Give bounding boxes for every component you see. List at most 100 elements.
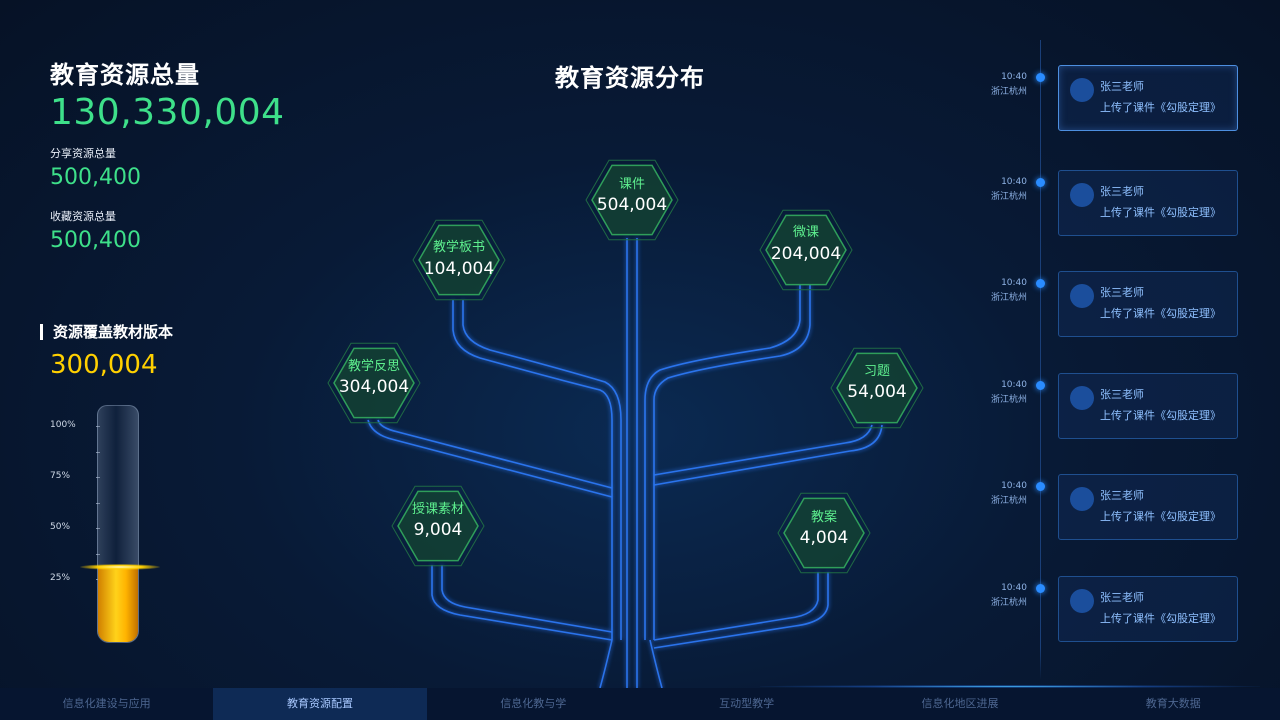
hex-node-shape (836, 352, 918, 424)
node-value: 504,004 (596, 195, 668, 215)
avatar (1070, 284, 1094, 308)
hex-node-shape (397, 490, 479, 562)
nav-item-informatization[interactable]: 信息化建设与应用 (62, 697, 151, 710)
node-exercise[interactable]: 习题 54,004 (828, 343, 926, 433)
activity-text: 上传了课件《勾股定理》 (1100, 510, 1221, 523)
hex-node-shape (765, 214, 847, 286)
shared-value: 500,400 (50, 165, 141, 190)
avatar (1070, 386, 1094, 410)
timeline-dot (1036, 73, 1045, 82)
node-label: 课件 (618, 177, 645, 192)
coverage-title: 资源覆盖教材版本 (40, 324, 173, 340)
activity-card[interactable]: 张三老师 上传了课件《勾股定理》 (1058, 170, 1238, 236)
node-courseware[interactable]: 课件 504,004 (583, 155, 681, 245)
node-label: 授课素材 (411, 502, 464, 517)
node-label: 教学反思 (347, 359, 400, 374)
activity-card[interactable]: 张三老师 上传了课件《勾股定理》 (1058, 373, 1238, 439)
node-value: 4,004 (799, 528, 849, 548)
activity-text: 上传了课件《勾股定理》 (1100, 206, 1221, 219)
activity-text: 上传了课件《勾股定理》 (1100, 307, 1221, 320)
gauge-tick-75: 75% (50, 471, 71, 481)
node-label: 教案 (810, 510, 837, 525)
node-value: 9,004 (413, 520, 463, 540)
node-lesson-plan[interactable]: 教案 4,004 (775, 488, 873, 578)
avatar (1070, 78, 1094, 102)
nav-item-resource-config[interactable]: 教育资源配置 (213, 688, 427, 720)
teacher-name: 张三老师 (1100, 591, 1144, 604)
hex-node-shape (418, 224, 500, 296)
collected-value: 500,400 (50, 228, 141, 253)
teacher-name: 张三老师 (1100, 185, 1144, 198)
node-label: 教学板书 (432, 240, 485, 255)
timeline-dot (1036, 279, 1045, 288)
node-blackboard[interactable]: 教学板书 104,004 (410, 215, 508, 305)
avatar (1070, 589, 1094, 613)
hex-node-shape (783, 497, 865, 569)
nav-item-regional-progress[interactable]: 信息化地区进展 (921, 697, 999, 710)
coverage-value: 300,004 (50, 350, 158, 380)
distribution-title: 教育资源分布 (555, 64, 705, 92)
hex-outer-frame (830, 347, 924, 429)
activity-text: 上传了课件《勾股定理》 (1100, 612, 1221, 625)
nav-item-teaching[interactable]: 信息化教与学 (500, 697, 567, 710)
summary-panel: 教育资源总量 130,330,004 分享资源总量 500,400 收藏资源总量… (50, 55, 310, 253)
hex-outer-frame (391, 485, 485, 567)
collected-label: 收藏资源总量 (50, 210, 116, 223)
activity-text: 上传了课件《勾股定理》 (1100, 101, 1221, 114)
hex-outer-frame (412, 219, 506, 301)
activity-card[interactable]: 张三老师 上传了课件《勾股定理》 (1058, 576, 1238, 642)
total-value: 130,330,004 (50, 92, 285, 133)
avatar (1070, 183, 1094, 207)
gauge-tick-50: 50% (50, 522, 71, 532)
node-microlesson[interactable]: 微课 204,004 (757, 205, 855, 295)
node-label: 微课 (792, 225, 819, 240)
activity-card[interactable]: 张三老师 上传了课件《勾股定理》 (1058, 65, 1238, 131)
coverage-gauge: 100% 75% 50% 25% (50, 400, 170, 650)
timeline-dot (1036, 482, 1045, 491)
hex-outer-frame (585, 159, 679, 241)
timeline-line (1040, 40, 1041, 680)
bottom-nav: 信息化建设与应用 教育资源配置 信息化教与学 互动型教学 信息化地区进展 教育大… (0, 688, 1280, 720)
node-material[interactable]: 授课素材 9,004 (389, 481, 487, 571)
gauge-fill (98, 566, 138, 642)
nav-item-interactive[interactable]: 互动型教学 (719, 697, 775, 710)
node-value: 304,004 (338, 377, 410, 397)
timeline-dot (1036, 381, 1045, 390)
timeline-dot (1036, 178, 1045, 187)
node-reflection[interactable]: 教学反思 304,004 (325, 338, 423, 428)
teacher-name: 张三老师 (1100, 388, 1144, 401)
hex-outer-frame (777, 492, 871, 574)
node-value: 204,004 (770, 244, 842, 264)
gauge-tick-100: 100% (50, 420, 76, 430)
activity-card[interactable]: 张三老师 上传了课件《勾股定理》 (1058, 271, 1238, 337)
nav-glow (760, 685, 1260, 688)
teacher-name: 张三老师 (1100, 489, 1144, 502)
hex-outer-frame (327, 342, 421, 424)
node-value: 104,004 (423, 259, 495, 279)
coverage-section: 资源覆盖教材版本 300,004 (40, 324, 173, 380)
total-title: 教育资源总量 (50, 61, 200, 89)
gauge-tick-25: 25% (50, 573, 71, 583)
hex-node-shape (333, 347, 415, 419)
activity-card[interactable]: 张三老师 上传了课件《勾股定理》 (1058, 474, 1238, 540)
branch-line (452, 300, 613, 640)
shared-label: 分享资源总量 (50, 147, 116, 160)
timeline-dot (1036, 584, 1045, 593)
activity-text: 上传了课件《勾股定理》 (1100, 409, 1221, 422)
gauge-tube (97, 405, 139, 643)
node-label: 习题 (863, 364, 890, 379)
nav-item-big-data[interactable]: 教育大数据 (1145, 697, 1201, 710)
